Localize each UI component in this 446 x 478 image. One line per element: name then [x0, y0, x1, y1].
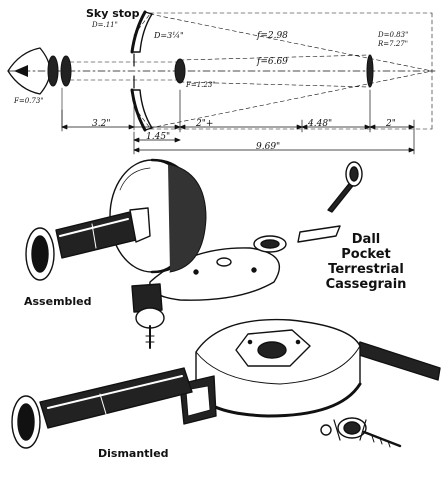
optical-diagram	[7, 10, 437, 155]
ray-lines	[69, 12, 433, 130]
assembled-telescope	[25, 158, 363, 349]
title-line: Dall	[351, 232, 381, 247]
title-line: Cassegrain	[325, 277, 407, 292]
dim-total-length: 9.69"	[256, 142, 281, 152]
dim-to-objective: 4.48"	[308, 119, 333, 129]
label-focal-primary: f=2.98	[257, 31, 288, 41]
label-sky-stop: Sky stop	[86, 7, 140, 20]
eyepiece-parts	[320, 417, 402, 448]
dim-objective-end: 2"	[386, 119, 396, 129]
eyepiece-tube-long	[39, 367, 193, 429]
title-line: Pocket	[341, 247, 391, 262]
dim-eyepiece-to-stop: 3.2"	[92, 119, 111, 129]
dim-secondary-gap: 2"+	[196, 119, 214, 129]
caption-assembled: Assembled	[24, 295, 92, 308]
dismantled-telescope	[11, 318, 441, 449]
title-line: Terrestrial	[328, 262, 404, 277]
label-focal-system: f=6.69	[257, 57, 288, 67]
label-secondary-focal: F=1.23"	[186, 81, 216, 89]
eyepiece-lens	[60, 55, 72, 87]
objective-lens	[366, 54, 374, 88]
label-sky-stop-diameter: D=.11"	[92, 21, 118, 29]
secondary-mirror	[174, 58, 186, 84]
label-primary-diameter: D=3¼"	[154, 31, 184, 40]
label-secondary-radius: R=7.27"	[378, 40, 408, 48]
caption-dismantled: Dismantled	[98, 447, 169, 460]
figure-title: Dall Pocket Terrestrial Cassegrain	[318, 232, 414, 292]
label-eyepiece-focal: F=0.73"	[14, 97, 44, 105]
dim-stop-to-secondary: 1.45"	[146, 132, 171, 142]
label-secondary-diameter: D=0.83"	[378, 31, 409, 39]
eyepiece-lens	[47, 55, 59, 87]
dimension-lines	[61, 89, 415, 155]
